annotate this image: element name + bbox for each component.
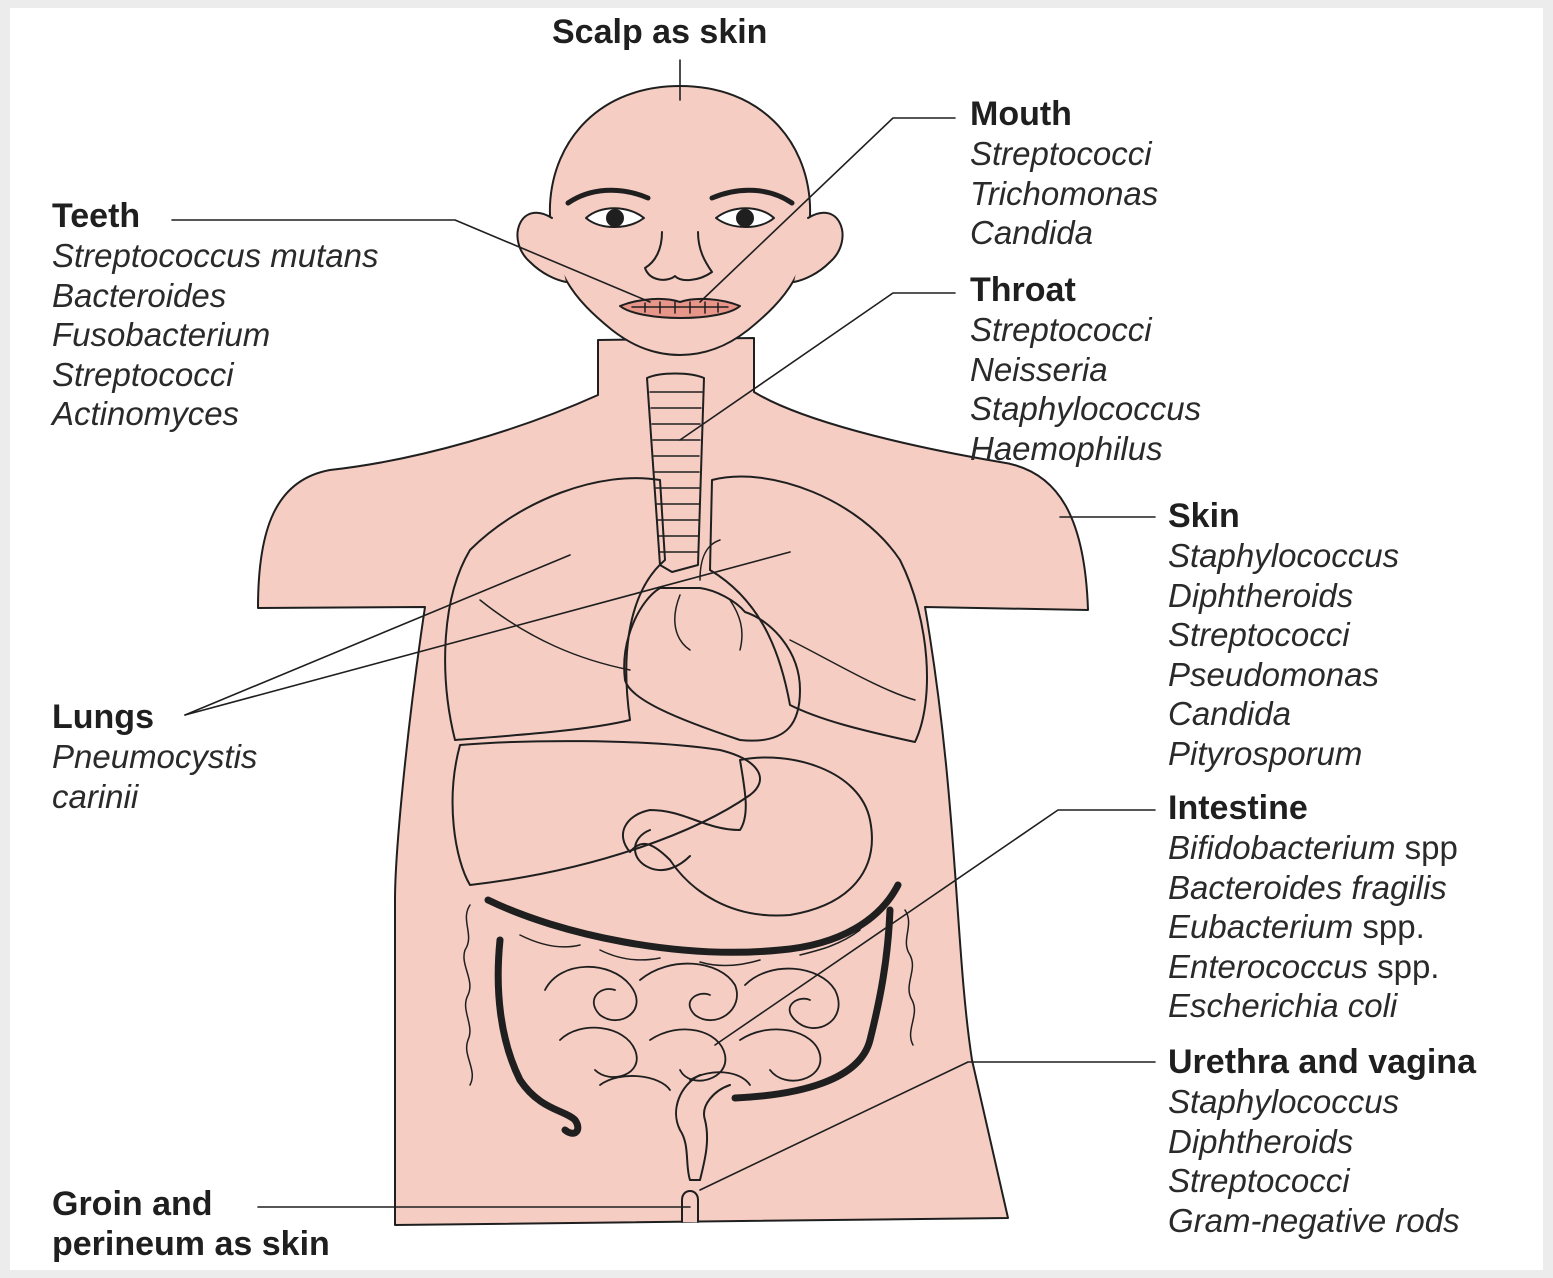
organism-name: Eubacterium — [1168, 908, 1353, 945]
label-skin-title: Skin — [1168, 496, 1399, 536]
organism: Bacteroides fragilis — [1168, 868, 1458, 908]
label-urethra-title: Urethra and vagina — [1168, 1042, 1476, 1082]
label-throat-title: Throat — [970, 270, 1201, 310]
organism: Streptococci — [1168, 615, 1399, 655]
organism-suffix: spp. — [1353, 908, 1425, 945]
organism: Haemophilus — [970, 429, 1201, 469]
organism: Diphtheroids — [1168, 1122, 1476, 1162]
organism: Streptococci — [52, 355, 379, 395]
organism: Neisseria — [970, 350, 1201, 390]
label-throat: Throat Streptococci Neisseria Staphyloco… — [970, 270, 1201, 468]
organism: Escherichia coli — [1168, 986, 1458, 1026]
organism: carinii — [52, 777, 257, 817]
organism: Staphylococcus — [970, 389, 1201, 429]
organism: Trichomonas — [970, 174, 1158, 214]
organism: Pseudomonas — [1168, 655, 1399, 695]
organism: Fusobacterium — [52, 315, 379, 355]
organism: Pityrosporum — [1168, 734, 1399, 774]
label-intestine: Intestine Bifidobacterium spp Bacteroide… — [1168, 788, 1458, 1026]
label-mouth: Mouth Streptococci Trichomonas Candida — [970, 94, 1158, 253]
organism: Candida — [1168, 694, 1399, 734]
organism: Bifidobacterium spp — [1168, 828, 1458, 868]
label-teeth: Teeth Streptococcus mutans Bacteroides F… — [52, 196, 379, 434]
organism-suffix: spp — [1395, 829, 1457, 866]
organism: Actinomyces — [52, 394, 379, 434]
label-scalp-title: Scalp as skin — [552, 12, 767, 52]
label-scalp: Scalp as skin — [552, 12, 767, 52]
label-lungs: Lungs Pneumocystis carinii — [52, 697, 257, 816]
label-groin-title-line2: perineum as skin — [52, 1224, 330, 1264]
left-pupil — [607, 210, 623, 226]
organism-name: Bifidobacterium — [1168, 829, 1395, 866]
label-groin-title-line1: Groin and — [52, 1184, 330, 1224]
organism: Enterococcus spp. — [1168, 947, 1458, 987]
organism-name: Enterococcus — [1168, 948, 1368, 985]
right-pupil — [737, 210, 753, 226]
label-lungs-title: Lungs — [52, 697, 257, 737]
label-intestine-title: Intestine — [1168, 788, 1458, 828]
organism: Streptococci — [970, 134, 1158, 174]
organism: Staphylococcus — [1168, 536, 1399, 576]
label-skin: Skin Staphylococcus Diphtheroids Strepto… — [1168, 496, 1399, 773]
organism-suffix: spp. — [1368, 948, 1440, 985]
organism: Gram-negative rods — [1168, 1201, 1476, 1241]
organism: Streptococci — [1168, 1161, 1476, 1201]
organism-name: Escherichia coli — [1168, 987, 1397, 1024]
label-urethra: Urethra and vagina Staphylococcus Diphth… — [1168, 1042, 1476, 1240]
organism-name: Bacteroides fragilis — [1168, 869, 1447, 906]
organism: Streptococcus mutans — [52, 236, 379, 276]
label-mouth-title: Mouth — [970, 94, 1158, 134]
label-teeth-title: Teeth — [52, 196, 379, 236]
organism: Pneumocystis — [52, 737, 257, 777]
organism: Streptococci — [970, 310, 1201, 350]
organism: Eubacterium spp. — [1168, 907, 1458, 947]
label-groin: Groin and perineum as skin — [52, 1184, 330, 1264]
organism: Diphtheroids — [1168, 576, 1399, 616]
organism: Staphylococcus — [1168, 1082, 1476, 1122]
organism: Bacteroides — [52, 276, 379, 316]
organism: Candida — [970, 213, 1158, 253]
